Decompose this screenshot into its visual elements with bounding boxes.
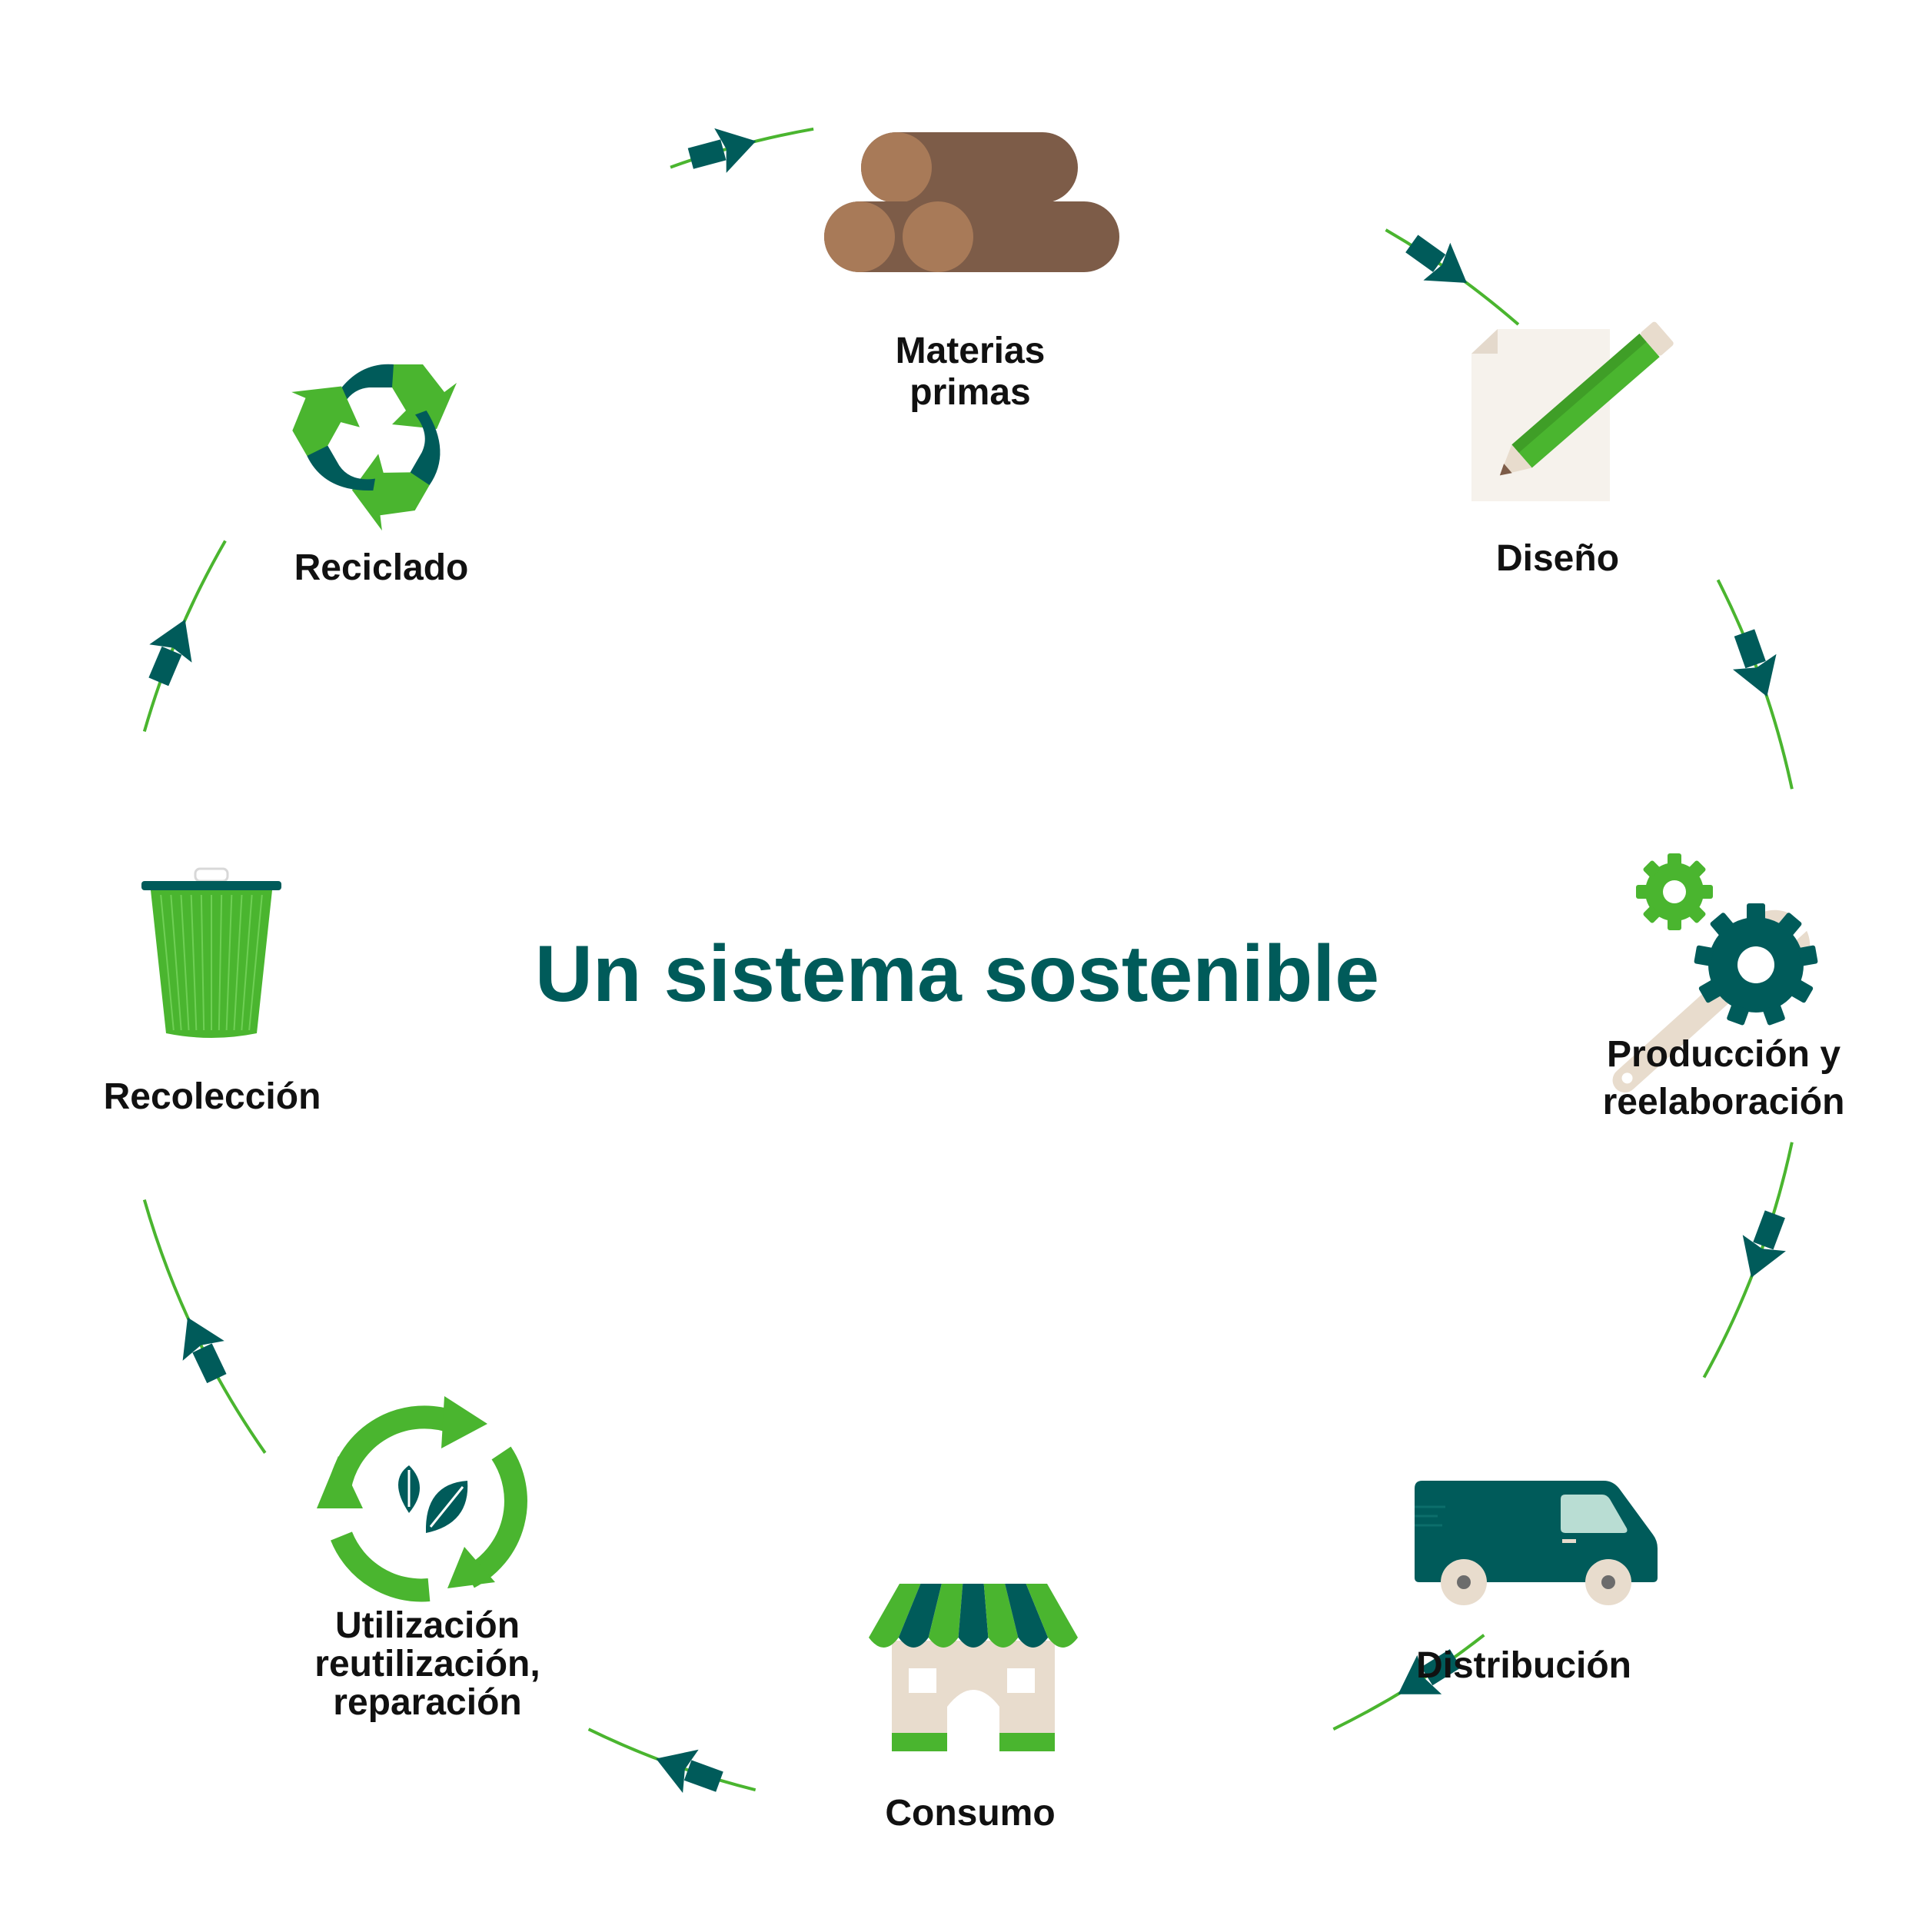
- stage-label-distribucion: Distribución: [1416, 1645, 1631, 1686]
- trash-bin-icon: [141, 867, 281, 1038]
- stage-label-line: reparación: [333, 1682, 521, 1723]
- stage-label-produccion: Producción y reelaboración: [1603, 1034, 1845, 1122]
- connector-arrow: [1385, 228, 1520, 326]
- gears-wrench-icon: [1612, 853, 1818, 1093]
- connector-arrow: [142, 540, 227, 732]
- stage-label-line: Materias: [896, 331, 1046, 371]
- connector-arrow: [1716, 579, 1794, 790]
- stage-label-recoleccion: Recolección: [104, 1076, 321, 1117]
- recycle-icon: [291, 364, 457, 531]
- diagram-title: Un sistema sostenible: [535, 929, 1379, 1019]
- stage-label-reciclado: Reciclado: [294, 547, 469, 588]
- reuse-cycle-icon: [317, 1396, 527, 1602]
- stage-label-line: reelaboración: [1603, 1082, 1845, 1122]
- stage-label-consumo: Consumo: [885, 1793, 1055, 1834]
- pencil-paper-icon: [1471, 321, 1674, 501]
- connector-arrow: [1702, 1142, 1794, 1378]
- cycle-connectors: [142, 127, 1794, 1794]
- stage-label-line: primas: [909, 372, 1030, 413]
- shop-icon: [869, 1584, 1078, 1751]
- stage-label-line: Recolección: [104, 1076, 321, 1117]
- connector-arrow: [1332, 1634, 1485, 1731]
- stage-label-line: Utilización: [335, 1605, 520, 1646]
- connector-arrow: [670, 127, 814, 173]
- connector-arrow: [142, 1199, 267, 1454]
- stage-label-line: Consumo: [885, 1793, 1055, 1834]
- stage-label-line: Producción y: [1607, 1034, 1841, 1075]
- logs-icon: [824, 132, 1119, 272]
- stage-label-diseno: Diseño: [1496, 538, 1619, 579]
- stage-label-line: Distribución: [1416, 1645, 1631, 1686]
- connector-arrow: [587, 1727, 756, 1794]
- stage-label-line: reutilización,: [314, 1644, 540, 1684]
- stage-label-line: Reciclado: [294, 547, 469, 588]
- delivery-van-icon: [1415, 1481, 1658, 1605]
- stage-label-line: Diseño: [1496, 538, 1619, 579]
